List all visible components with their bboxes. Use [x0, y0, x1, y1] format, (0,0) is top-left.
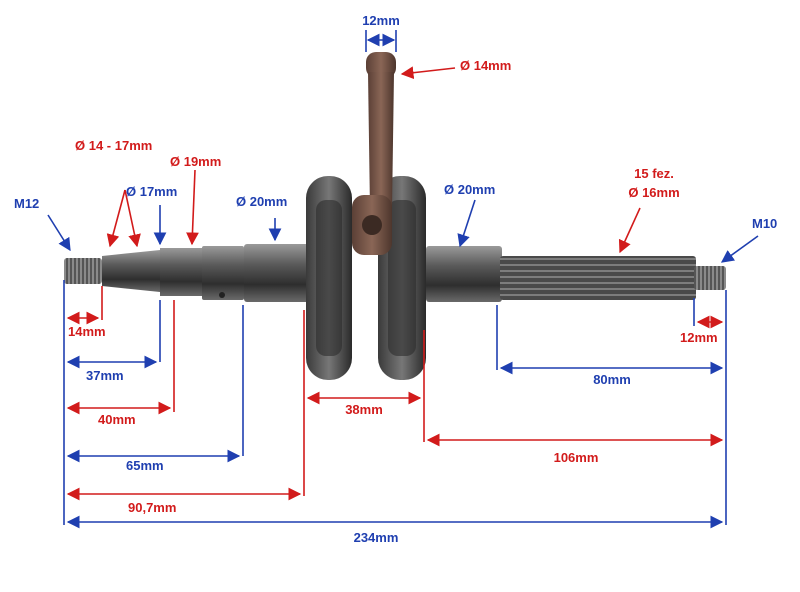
- label-234mm: 234mm: [354, 530, 399, 545]
- left-bearing-section: [202, 246, 244, 300]
- red-dimension-lines: [66, 66, 724, 501]
- connecting-rod: [352, 52, 396, 255]
- label-spline-count: 15 fez.: [634, 166, 674, 181]
- label-90-7mm: 90,7mm: [128, 500, 176, 515]
- arrow-m12: [47, 214, 71, 252]
- label-d20-left: Ø 20mm: [236, 194, 287, 209]
- label-14mm: 14mm: [68, 324, 106, 339]
- label-m10: M10: [752, 216, 777, 231]
- label-65mm: 65mm: [126, 458, 164, 473]
- label-taper-diameter: Ø 14 - 17mm: [75, 138, 152, 153]
- label-38mm: 38mm: [345, 402, 383, 417]
- right-web-inner: [388, 200, 416, 356]
- left-thread: [64, 258, 102, 284]
- left-web-inner: [316, 200, 342, 356]
- label-spline-diameter: Ø 16mm: [628, 185, 679, 200]
- label-106mm: 106mm: [554, 450, 599, 465]
- crankshaft-illustration: [64, 52, 726, 380]
- spline-section: [500, 256, 696, 300]
- arrow-pin-diameter: [400, 66, 456, 80]
- arrow-m10: [720, 235, 759, 263]
- arrow-d20-right: [457, 199, 476, 248]
- left-d20-section: [244, 244, 310, 302]
- label-12mm-right: 12mm: [680, 330, 718, 345]
- right-d20-section: [426, 246, 502, 302]
- oil-hole: [219, 292, 225, 298]
- arrow-taper-b: [124, 189, 141, 248]
- label-37mm: 37mm: [86, 368, 124, 383]
- label-m12: M12: [14, 196, 39, 211]
- dimension-lines: [47, 30, 759, 529]
- labels: 12mm Ø 14mm Ø 14 - 17mm Ø 17mm Ø 19mm Ø …: [14, 13, 777, 545]
- label-pin-width: 12mm: [362, 13, 400, 28]
- arrow-spline: [618, 207, 641, 254]
- label-d20-right: Ø 20mm: [444, 182, 495, 197]
- label-pin-diameter: Ø 14mm: [460, 58, 511, 73]
- arrow-d19: [186, 169, 199, 246]
- arrow-taper-a: [106, 189, 126, 248]
- label-d19: Ø 19mm: [170, 154, 221, 169]
- left-d19-section: [160, 248, 202, 296]
- label-80mm: 80mm: [593, 372, 631, 387]
- label-d17: Ø 17mm: [126, 184, 177, 199]
- right-thread: [694, 266, 726, 290]
- label-40mm: 40mm: [98, 412, 136, 427]
- left-taper: [102, 250, 160, 292]
